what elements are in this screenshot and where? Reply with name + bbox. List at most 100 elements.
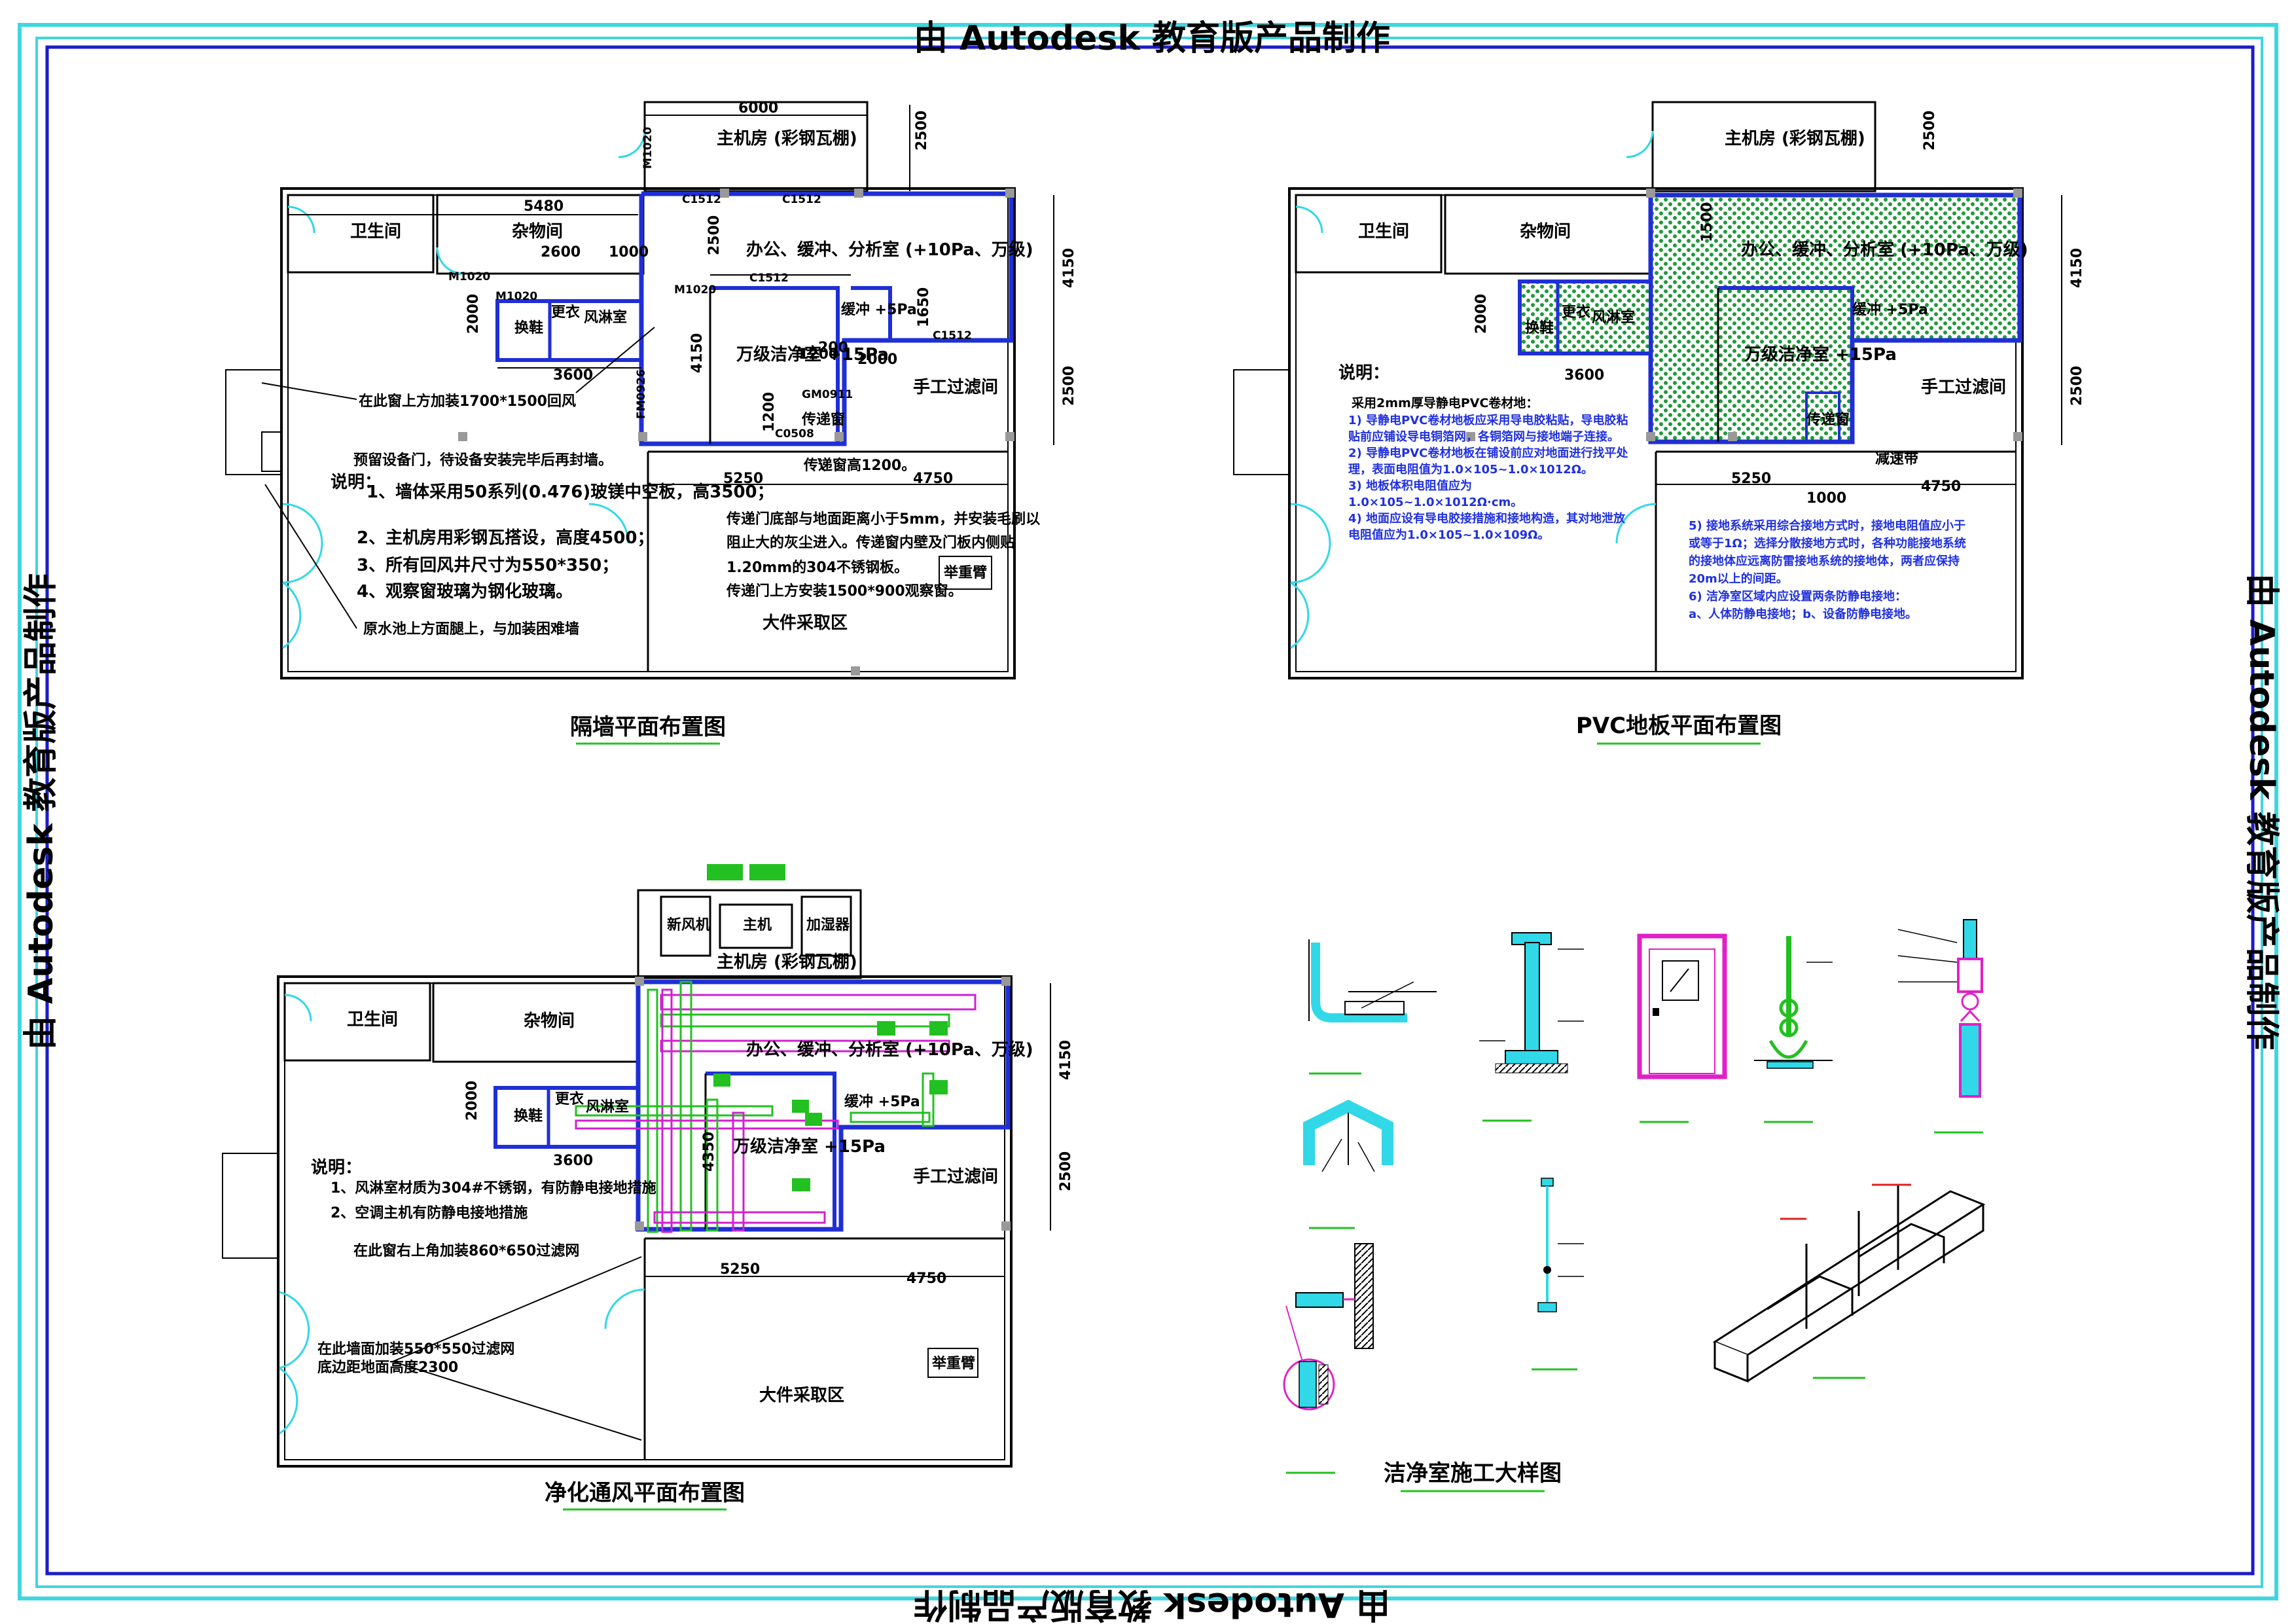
p3-note-wall1: 在此墙面加装550*550过滤网 xyxy=(317,1341,514,1358)
p1-dim-2500c: 2500 xyxy=(1061,366,1077,406)
detail-wall-section xyxy=(1283,1243,1374,1474)
p3-note-wall2: 底边距地面高度2300 xyxy=(317,1359,458,1376)
p2-dim-4150: 4150 xyxy=(2069,248,2085,288)
detail-fixture xyxy=(1897,919,1983,1134)
p2-room-dress: 更衣 xyxy=(1562,304,1590,321)
p1-note-window: 在此窗上方加装1700*1500回风 xyxy=(359,393,576,410)
p1-door-m1020b: M1020 xyxy=(448,270,490,283)
p1-note-sink: 原水池上方面腿上，与加装困难墙 xyxy=(363,621,579,638)
p1-dim-2000a: 2000 xyxy=(465,294,482,334)
detail-lamp xyxy=(1532,1178,1584,1371)
p2-room-clean: 万级洁净室 +15Pa xyxy=(1744,344,1897,365)
p3-dim-4750: 4750 xyxy=(906,1271,946,1287)
p2-dim-2000: 2000 xyxy=(1473,294,1490,334)
p1-title: 隔墙平面布置图 xyxy=(570,714,726,740)
p1-door-c1512c: C1512 xyxy=(749,272,789,285)
p2-note-n4: 4) 地面应设有导电胶接措施和接地构造，其对地泄放电阻值应为1.0×105~1.… xyxy=(1348,512,1626,542)
p1-dim-5480: 5480 xyxy=(524,198,564,215)
p2-room-shoe: 换鞋 xyxy=(1525,319,1554,336)
p3-room-lift: 举重臂 xyxy=(931,1355,975,1372)
p1-note-t1: 传递门底部与地面距离小于5mm，并安装毛刷以 xyxy=(726,511,1040,528)
p2-room-storage: 杂物间 xyxy=(1520,222,1571,242)
detail-door xyxy=(1637,933,1727,1123)
p1-dim-4750: 4750 xyxy=(913,471,953,487)
p2-room-office: 办公、缓冲、分析室 (+10Pa、万级) xyxy=(1741,240,2028,260)
p1-note-t3: 1.20mm的304不锈钢板。 xyxy=(726,559,908,576)
p1-door-c1512b: C1512 xyxy=(782,193,821,206)
p1-room-office: 办公、缓冲、分析室 (+10Pa、万级) xyxy=(746,240,1033,260)
p2-note-n1: 1) 导静电PVC卷材地板应采用导电胶粘贴，导电胶粘贴前应铺设导电铜箔网，各铜箔… xyxy=(1348,414,1628,444)
p3-note-n2: 2、空调主机有防静电接地措施 xyxy=(331,1204,528,1221)
p2-note-n0: 采用2mm厚导静电PVC卷材地： xyxy=(1352,395,1538,410)
details-title: 洁净室施工大样图 xyxy=(1384,1460,1562,1487)
p2-dim-2500: 2500 xyxy=(2069,366,2085,406)
detail-duct-iso xyxy=(1712,1183,1986,1383)
p1-dim-1200a: 1200 xyxy=(798,346,838,363)
p1-door-fm0926: FM0926 xyxy=(635,369,648,419)
p1-door-c1512a: C1512 xyxy=(682,193,721,206)
p3-room-airshower: 风淋室 xyxy=(586,1098,629,1115)
p1-room-shoe: 换鞋 xyxy=(514,319,543,336)
p2-notes-block2: 5) 接地系统采用综合接地方式时，接地电阻值应小于或等于1Ω；选择分散接地方式时… xyxy=(1689,519,1966,621)
p1-note-transfer-h: 传递窗高1200。 xyxy=(803,457,916,474)
details-group: 洁净室施工大样图 xyxy=(1283,919,1986,1492)
p1-dim-4150b: 4150 xyxy=(689,333,706,373)
p2-note-title: 说明： xyxy=(1338,363,1390,383)
p1-dim-2600: 2600 xyxy=(541,244,581,261)
p2-note-n6: 6) 洁净室区域内应设置两条防静电接地： xyxy=(1689,590,1907,604)
p2-room-door-note: 传递窗 xyxy=(1806,411,1850,428)
p3-dim-2000: 2000 xyxy=(464,1081,480,1121)
p1-room-sample: 大件采取区 xyxy=(762,613,848,633)
p3-room-dress: 更衣 xyxy=(555,1091,584,1108)
p3-dim-3600: 3600 xyxy=(553,1153,593,1169)
p3-note-n1: 1、风淋室材质为304#不锈钢，有防静电接地措施 xyxy=(331,1180,656,1197)
p1-door-gm0911: GM0911 xyxy=(802,388,853,401)
p2-note-n3: 3) 地板体积电阻值应为1.0×105~1.0×1012Ω·cm。 xyxy=(1348,479,1523,509)
p3-room-shoe: 换鞋 xyxy=(514,1108,543,1125)
p3-room-clean: 万级洁净室 +15Pa xyxy=(733,1136,886,1157)
p1-dim-1650: 1650 xyxy=(916,287,932,327)
p1-dim-4150a: 4150 xyxy=(1061,248,1077,288)
p1-dim-6000: 6000 xyxy=(738,100,778,117)
p1-dim-200: 200 xyxy=(818,340,848,356)
plan-hvac: 新风机 主机 加湿器 主机房 (彩钢瓦棚) 卫生间 杂物间 办公、缓冲、分析室 … xyxy=(222,864,1074,1511)
p3-title: 净化通风平面布置图 xyxy=(545,1480,745,1506)
p2-title: PVC地板平面布置图 xyxy=(1576,713,1782,739)
p3-note-title: 说明： xyxy=(311,1158,362,1178)
watermark-left: 由 Autodesk 教育版产品制作 xyxy=(22,573,61,1050)
p3-dim-5250: 5250 xyxy=(720,1261,760,1278)
watermark-right: 由 Autodesk 教育版产品制作 xyxy=(2242,573,2281,1050)
p3-note-window: 在此窗右上角加装860*650过滤网 xyxy=(353,1242,579,1259)
p1-dim-1200b: 1200 xyxy=(761,392,778,432)
p2-note-n2: 2) 导静电PVC卷材地板在铺设前应对地面进行找平处理，表面电阻值为1.0×10… xyxy=(1348,446,1628,477)
p1-door-c0508: C0508 xyxy=(775,427,814,441)
p1-note-title: 说明： xyxy=(331,473,382,492)
p1-dim-2000b: 2000 xyxy=(857,352,897,368)
p2-room-airshower: 风淋室 xyxy=(1592,309,1635,326)
detail-column xyxy=(1479,932,1584,1122)
p2-room-transfer: 减速带 xyxy=(1875,450,1918,467)
p1-note-t2: 阻止大的灰尘进入。传递窗内壁及门板内侧贴 xyxy=(726,534,1014,551)
p1-dim-3600: 3600 xyxy=(553,367,593,384)
plan-pvc-floor: 主机房 (彩钢瓦棚) 卫生间 杂物间 办公、缓冲、分析室 (+10Pa、万级) … xyxy=(1233,101,2085,745)
p3-dim-4350: 4350 xyxy=(701,1132,717,1172)
p1-note-t4: 传递门上方安装1500*900观察窗。 xyxy=(726,583,963,600)
p1-door-m1020d: M1020 xyxy=(674,283,716,297)
p2-dim-5250: 5250 xyxy=(1731,471,1771,487)
p2-dim-3600: 3600 xyxy=(1564,367,1604,384)
p3-room-filter: 手工过滤间 xyxy=(913,1167,998,1187)
p1-room-buffer: 缓冲 +5Pa xyxy=(841,301,917,318)
p1-room-clean: 万级洁净室 +15Pa xyxy=(736,344,889,365)
watermark-bottom: 由 Autodesk 教育版产品制作 xyxy=(914,1585,1390,1624)
p3-room-sample: 大件采取区 xyxy=(759,1386,844,1405)
sheet-frame xyxy=(18,23,2278,1600)
p1-note-n2: 2、主机房用彩钢瓦搭设，高度4500； xyxy=(357,528,654,548)
p2-dim-1000: 1000 xyxy=(1806,490,1846,507)
p1-note-n3: 3、所有回风井尺寸为550*350； xyxy=(357,556,619,575)
p1-room-storage: 杂物间 xyxy=(512,222,563,242)
p3-unit1: 新风机 xyxy=(667,916,710,933)
p2-dim-2500b: 2500 xyxy=(1922,111,1938,151)
p2-room-host: 主机房 (彩钢瓦棚) xyxy=(1725,129,1865,149)
